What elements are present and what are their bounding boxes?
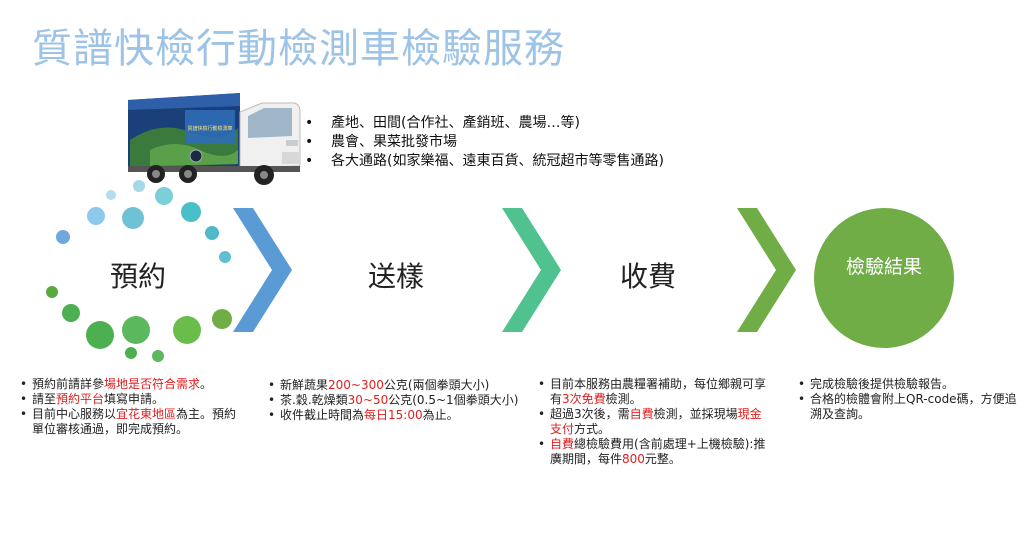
highlight-text: 場地是否符合需求	[104, 377, 201, 391]
step-send-label: 送樣	[368, 260, 425, 293]
detail-text: 為止。	[422, 408, 459, 422]
detail-text: 目前中心服務以	[32, 407, 117, 421]
detail-item: 完成檢驗後提供檢驗報告。	[798, 377, 1020, 392]
detail-text: 新鮮蔬果	[280, 378, 329, 392]
highlight-text: 3次免費	[562, 392, 606, 406]
highlight-text: 自費	[550, 437, 575, 451]
detail-text: 公克(0.5~1個拳頭大小)	[388, 393, 519, 407]
detail-text: 方式。	[574, 422, 611, 436]
location-item: 農會、果菜批發市場	[305, 133, 664, 152]
detail-text: 總檢驗費用(含前處理+上機檢驗):推廣期間，每件	[550, 437, 766, 466]
detail-text: 填寫申請。	[104, 392, 165, 406]
detail-text: 元整。	[644, 452, 681, 466]
detail-item: 合格的檢體會附上QR-code碼，方便追溯及查詢。	[798, 392, 1020, 422]
reserve-details: 預約前請詳參場地是否符合需求。請至預約平台填寫申請。目前中心服務以宜花東地區為主…	[20, 377, 242, 437]
detail-text: 檢測，並採現場	[653, 407, 738, 421]
step-fee-label: 收費	[620, 260, 677, 293]
detail-text: 茶.穀.乾燥類	[280, 393, 348, 407]
detail-text: 目前本服務由農糧署補助，每位鄉親可享有	[550, 377, 767, 406]
detail-text: 合格的檢體會附上QR-code碼，方便追溯及查詢。	[810, 392, 1017, 421]
send-details: 新鮮蔬果200~300公克(兩個拳頭大小)茶.穀.乾燥類30~50公克(0.5~…	[268, 378, 530, 423]
result-circle	[814, 208, 954, 348]
detail-item: 收件截止時間為每日15:00為止。	[268, 408, 530, 423]
fee-details: 目前本服務由農糧署補助，每位鄉親可享有3次免費檢測。超過3次後，需自費檢測，並採…	[538, 377, 770, 467]
detail-text: 。	[200, 377, 213, 391]
highlight-text: 現金支付	[550, 407, 762, 436]
detail-text: 檢測。	[605, 392, 642, 406]
chevron-arrow-3-icon	[737, 208, 796, 332]
highlight-text: 宜花東地區	[116, 407, 177, 421]
detail-item: 請至預約平台填寫申請。	[20, 392, 242, 407]
page-title: 質譜快檢行動檢測車檢驗服務	[32, 26, 565, 72]
highlight-text: 自費	[629, 407, 654, 421]
detail-item: 目前本服務由農糧署補助，每位鄉親可享有3次免費檢測。	[538, 377, 770, 407]
truck-banner-text: 質譜快檢行動檢測車	[187, 125, 232, 132]
detail-text: 預約前請詳參	[32, 377, 105, 391]
detail-text: 完成檢驗後提供檢驗報告。	[810, 377, 955, 391]
detail-item: 目前中心服務以宜花東地區為主。預約單位審核通過，即完成預約。	[20, 407, 242, 437]
highlight-text: 預約平台	[56, 392, 105, 406]
detail-text: 超過3次後，需	[550, 407, 630, 421]
truck-icon: 質譜快檢行動檢測車	[128, 93, 301, 185]
detail-text: 公克(兩個拳頭大小)	[383, 378, 490, 392]
detail-text: 收件截止時間為	[280, 408, 365, 422]
detail-item: 自費總檢驗費用(含前處理+上機檢驗):推廣期間，每件800元整。	[538, 437, 770, 467]
highlight-text: 800	[622, 452, 645, 466]
result-details: 完成檢驗後提供檢驗報告。合格的檢體會附上QR-code碼，方便追溯及查詢。	[798, 377, 1020, 422]
chevron-arrow-2-icon	[502, 208, 561, 332]
detail-text: 為主。預約單位審核通過，即完成預約。	[32, 407, 237, 436]
location-item: 各大通路(如家樂福、遠東百貨、統冠超市等零售通路)	[305, 152, 664, 171]
highlight-text: 每日15:00	[364, 408, 423, 422]
detail-item: 預約前請詳參場地是否符合需求。	[20, 377, 242, 392]
highlight-text: 200~300	[328, 378, 384, 392]
step-reserve-label: 預約	[110, 260, 167, 293]
detail-item: 超過3次後，需自費檢測，並採現場現金支付方式。	[538, 407, 770, 437]
chevron-arrow-1-icon	[233, 208, 292, 332]
detail-item: 新鮮蔬果200~300公克(兩個拳頭大小)	[268, 378, 530, 393]
location-list: 產地、田間(合作社、產銷班、農場…等) 農會、果菜批發市場 各大通路(如家樂福、…	[305, 114, 664, 171]
reserve-dot-ring	[46, 180, 232, 362]
highlight-text: 30~50	[347, 393, 389, 407]
location-item: 產地、田間(合作社、產銷班、農場…等)	[305, 114, 664, 133]
step-result-label: 檢驗結果	[845, 256, 922, 278]
detail-item: 茶.穀.乾燥類30~50公克(0.5~1個拳頭大小)	[268, 393, 530, 408]
detail-text: 請至	[32, 392, 57, 406]
